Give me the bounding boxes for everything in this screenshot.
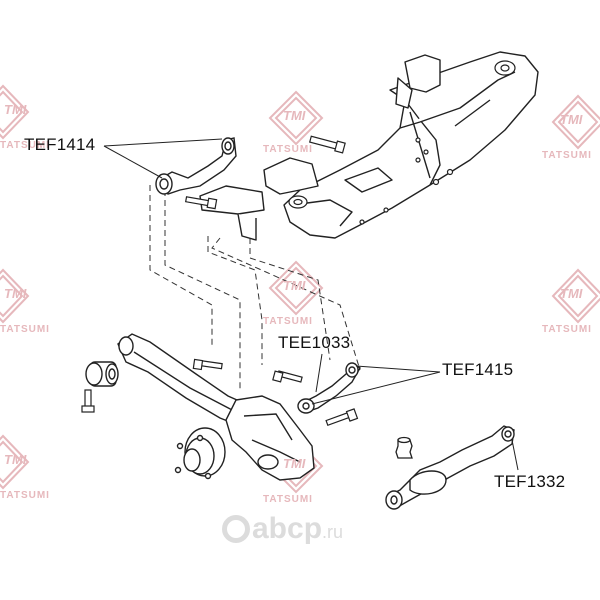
site-logo-ring-icon (222, 515, 250, 543)
watermark-logo-right-top (551, 94, 600, 150)
watermark-logo-left-bottom (0, 434, 30, 490)
watermark-brand-text: TATSUMI (0, 490, 50, 501)
watermark-brand-text: TATSUMI (0, 324, 50, 335)
tef1332-leader-line (511, 439, 519, 471)
watermark-brand-text: TATSUMI (0, 140, 50, 151)
watermark-logo-text: TMI (4, 452, 27, 467)
wheel-hub (174, 427, 226, 480)
label-tef1415: TEF1415 (442, 360, 514, 379)
tef1414-leader-lines (103, 138, 223, 179)
subframe-bolts (184, 135, 346, 210)
upper-arm-tef1414 (155, 137, 237, 195)
bolt-arm-2 (272, 370, 303, 383)
assembly-guide-lines (149, 185, 361, 390)
small-bolt-left (81, 389, 95, 413)
bolt-top-center (308, 135, 346, 154)
watermark-brand-text: TATSUMI (263, 494, 313, 505)
site-watermark-name: abcp (252, 512, 323, 545)
watermark-logo-text: TMI (283, 456, 306, 471)
subframe (199, 51, 539, 241)
bump-stop (395, 436, 413, 459)
watermark-logo-left-mid (0, 268, 30, 324)
trailing-arm-bushing (85, 361, 119, 387)
knuckle (225, 395, 315, 481)
bolt-arm-1 (192, 358, 223, 371)
lower-control-arm-tef1332 (385, 425, 515, 510)
site-watermark-domain: .ru (322, 522, 344, 542)
watermark-brand-text: TATSUMI (542, 324, 592, 335)
watermark-logo-text: TMI (283, 108, 306, 123)
watermark-brand-text: TATSUMI (542, 150, 592, 161)
watermark-logo-center-mid (268, 260, 324, 316)
watermark-brand-text: TATSUMI (263, 144, 313, 155)
tef1415-leader-lines (311, 365, 441, 405)
watermark-logo-text: TMI (560, 112, 583, 127)
subframe-holes (288, 60, 516, 225)
watermark-logo-left-top (0, 84, 30, 140)
tee1033-leader-line (315, 353, 323, 393)
watermark-logo-right-mid (551, 268, 600, 324)
watermark-logo-text: TMI (560, 286, 583, 301)
arm-bolts (192, 358, 359, 427)
watermark-logo-text: TMI (4, 102, 27, 117)
site-watermark: abcp.ru (222, 512, 343, 546)
label-tef1414: TEF1414 (24, 135, 96, 154)
bolt-arm-3 (325, 408, 359, 427)
label-tef1332: TEF1332 (494, 472, 566, 491)
watermark-brand-text: TATSUMI (263, 316, 313, 327)
watermark-logo-text: TMI (4, 286, 27, 301)
watermark-logo-center-top (268, 90, 324, 146)
lower-link-tef1415 (297, 362, 361, 414)
label-tee1033: TEE1033 (278, 333, 351, 352)
bolt-left (184, 196, 218, 210)
watermark-logo-text: TMI (283, 278, 306, 293)
